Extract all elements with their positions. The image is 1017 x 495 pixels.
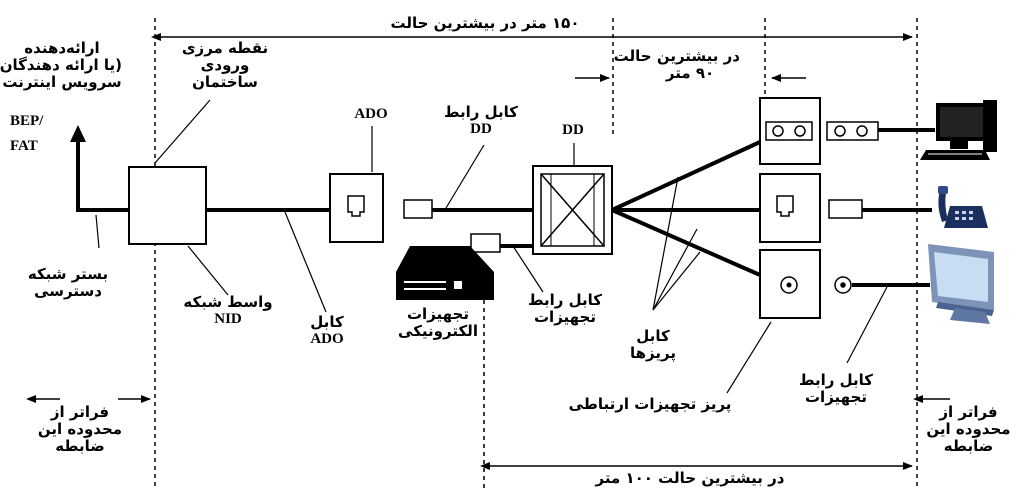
label-telecom-outlet: پریز تجهیزات ارتباطی xyxy=(568,395,732,413)
label-isp: ارائه‌دهنده (یا ارائه دهندگان) سرویس این… xyxy=(0,39,122,91)
label-dd-cable: کابل رابط DD xyxy=(443,103,519,138)
dd-cross-connect xyxy=(532,165,613,255)
network-device-icon xyxy=(396,246,494,300)
nid-box xyxy=(128,166,207,245)
plug-equipment xyxy=(470,233,501,253)
label-max-90m: در بیشترین حالت ۹۰ متر xyxy=(613,47,740,82)
label-bep-fat: BEP/ FAT xyxy=(10,113,44,154)
label-equipment-cable: کابل رابط تجهیزات xyxy=(527,291,603,326)
outlet-cable-3 xyxy=(611,208,761,277)
ado-outlet xyxy=(329,173,384,243)
outlet-cable-1 xyxy=(611,140,761,212)
label-access-network: بستر شبکه دسترسی xyxy=(27,265,109,300)
plug-ado xyxy=(403,199,433,219)
label-max-100m: در بیشترین حالت ۱۰۰ متر xyxy=(595,469,785,487)
label-outlet-cable: کابل پریزها xyxy=(630,327,676,362)
label-electronics: تجهیزات الکترونیکی xyxy=(398,305,478,340)
label-ado: ADO xyxy=(354,106,388,122)
label-building-entry: نقطه مرزی ورودی ساختمان xyxy=(181,39,269,91)
telecom-outlets xyxy=(759,97,821,319)
label-beyond-scope-right: فراتر از محدوده این ضابطه xyxy=(926,403,1011,455)
plugs xyxy=(403,199,863,253)
plug-phone xyxy=(828,199,863,219)
label-nid: واسط شبکه NID xyxy=(183,293,273,328)
label-ado-cable: کابل ADO xyxy=(310,313,344,348)
leader-lines xyxy=(95,99,888,394)
tv-monitor-icon xyxy=(928,244,994,324)
label-equipment-cable-right: کابل رابط تجهیزات xyxy=(798,371,874,406)
label-beyond-scope-left: فراتر از محدوده این ضابطه xyxy=(37,403,123,455)
label-dd: DD xyxy=(562,122,584,138)
right-plugs xyxy=(826,121,879,294)
label-max-150m: ۱۵۰ متر در بیشترین حالت xyxy=(390,14,580,32)
isp-arrow-head xyxy=(70,125,86,142)
computer-icon xyxy=(920,100,997,160)
telephone-icon xyxy=(938,186,988,228)
